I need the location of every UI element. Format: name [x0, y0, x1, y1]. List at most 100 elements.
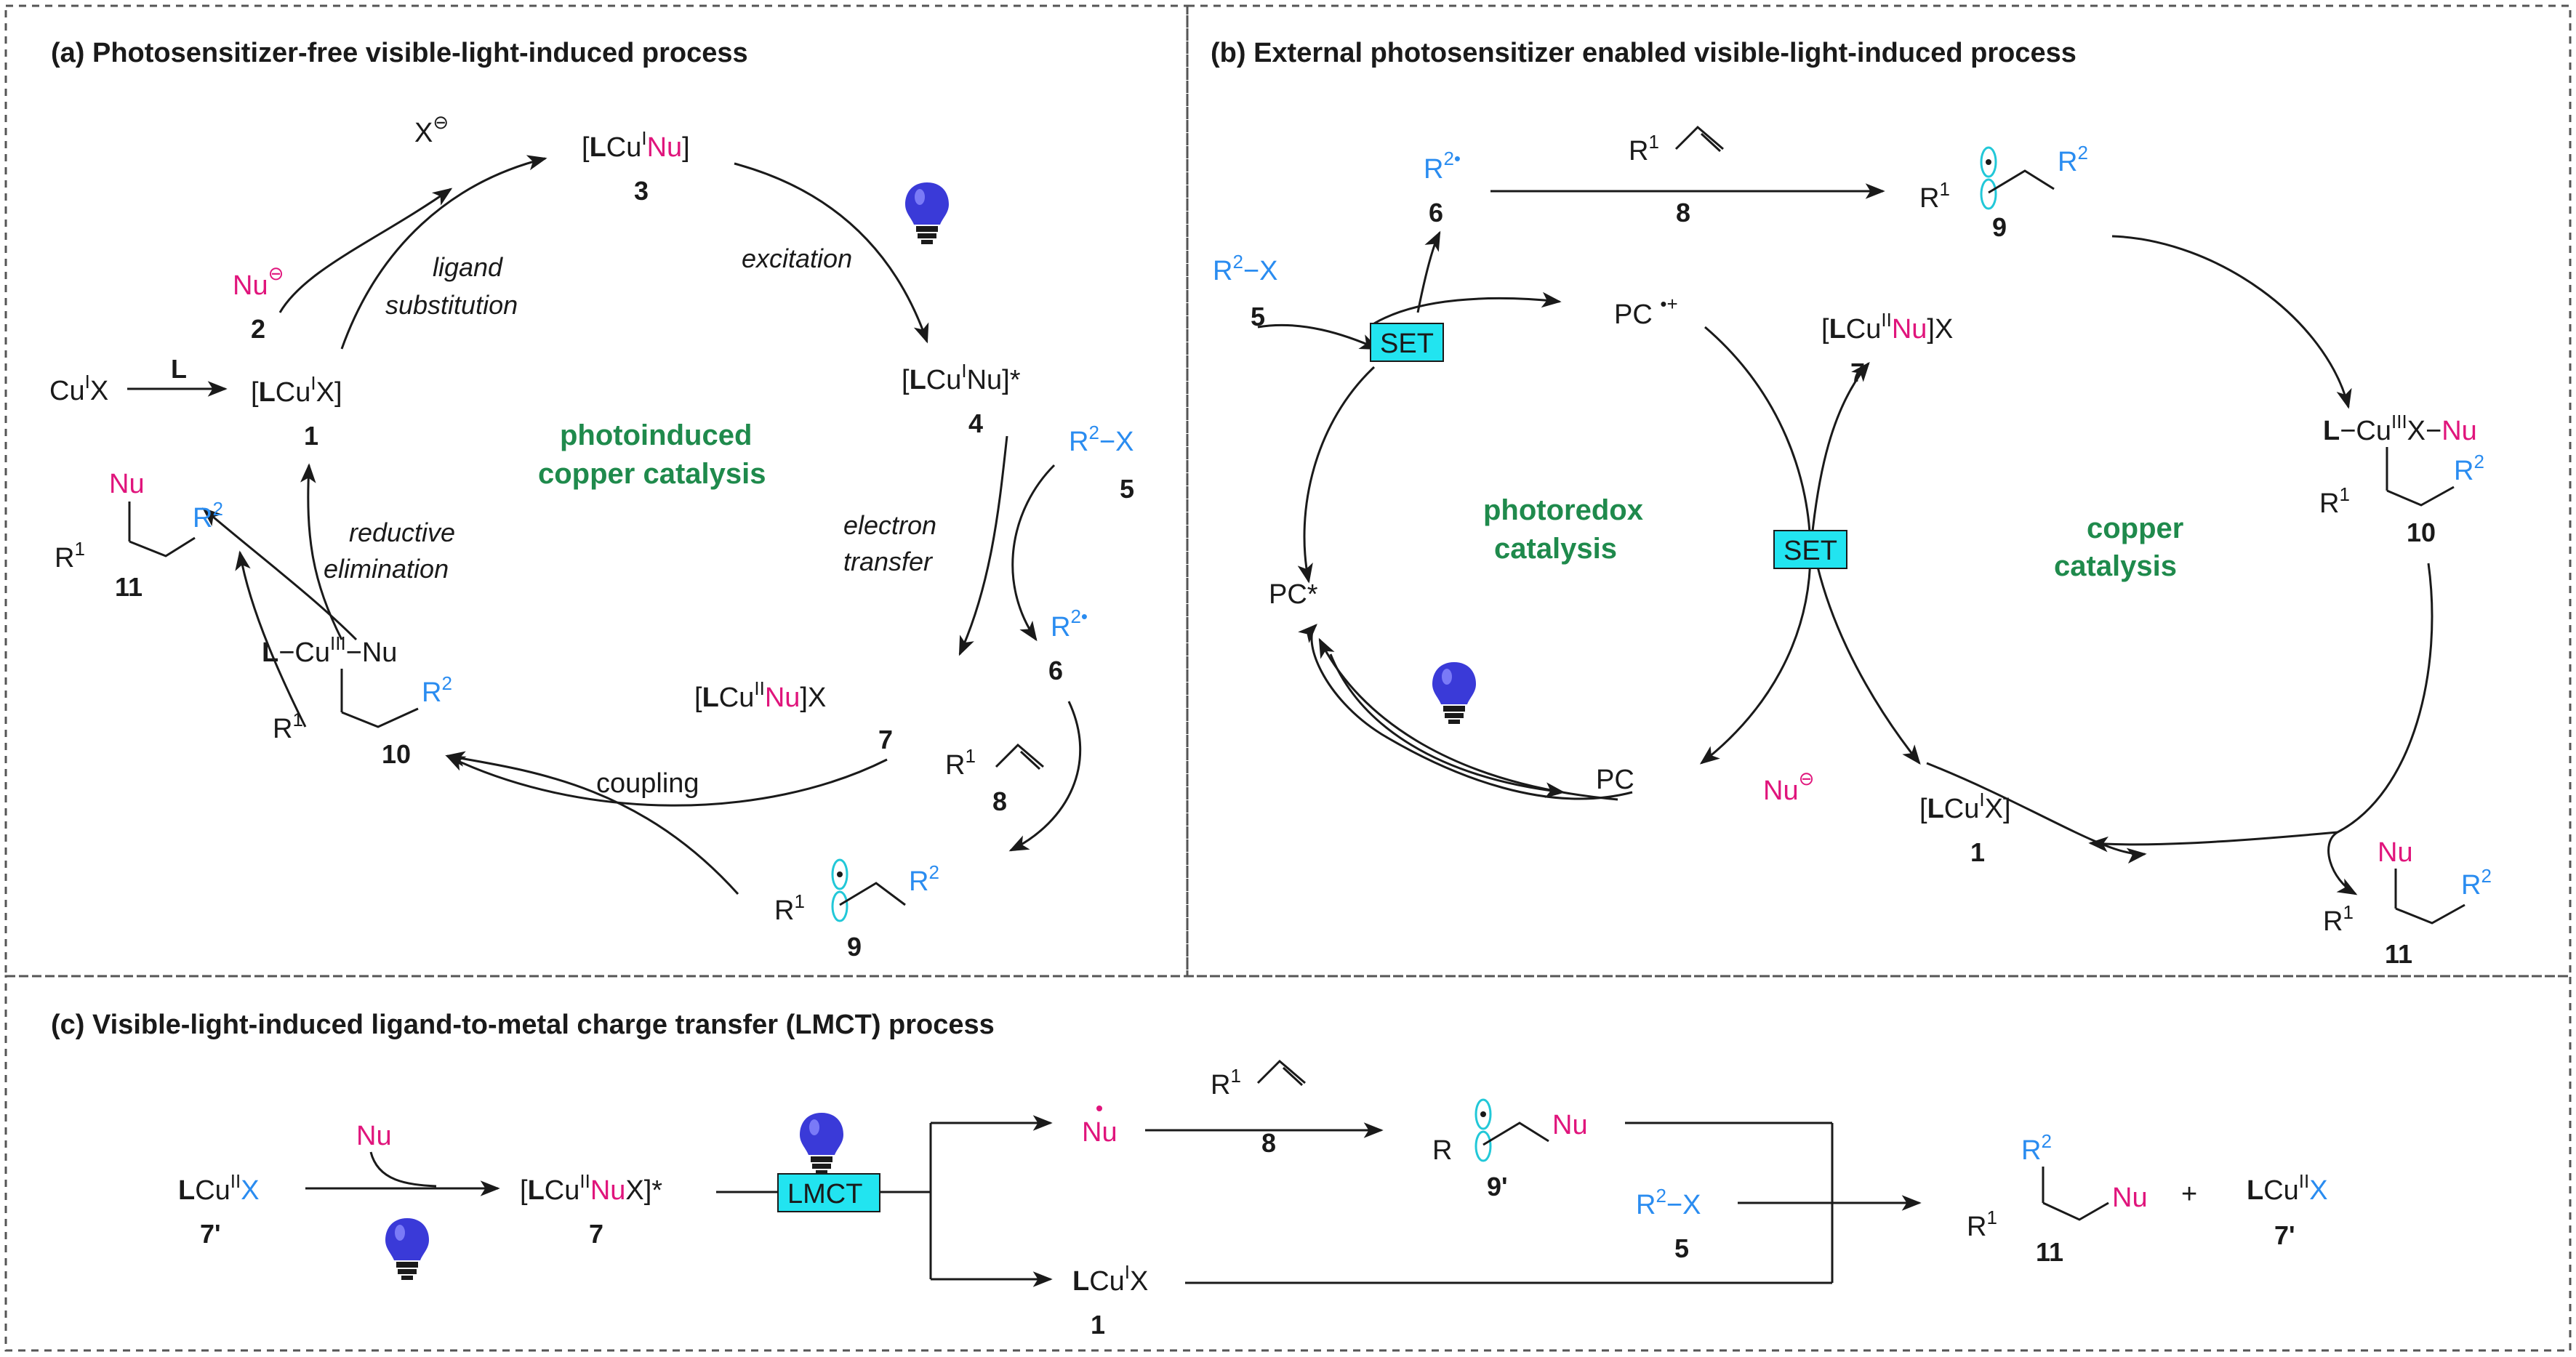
svg-text:R2: R2 [2461, 865, 2492, 901]
species-c11: R2 R1 Nu 11 [1967, 1130, 2148, 1267]
svg-text:5: 5 [1251, 302, 1265, 331]
panel-b-title: (b) External photosensitizer enabled vis… [1211, 38, 2077, 68]
cycle-b-arrows [1257, 183, 2433, 895]
svg-text:R2−X: R2−X [1069, 422, 1133, 457]
svg-text:7': 7' [2274, 1220, 2295, 1250]
svg-text:R1: R1 [55, 538, 85, 573]
panel-a-title: (a) Photosensitizer-free visible-light-i… [51, 38, 748, 68]
nu-radical: Nu [1082, 1117, 1118, 1148]
branch-c [880, 1115, 1922, 1287]
species-b8: R1 8 [1629, 125, 1724, 227]
svg-text:Nu: Nu [1552, 1110, 1588, 1140]
svg-text:R2: R2 [193, 498, 223, 533]
species-b11: Nu R1 R2 11 [2323, 837, 2492, 969]
svg-text:R2: R2 [909, 861, 939, 897]
svg-text:4: 4 [968, 408, 983, 438]
step-elimination: elimination [324, 554, 449, 584]
species-a2: Nu⊖ 2 [233, 262, 284, 344]
svg-text:R2: R2 [422, 672, 452, 708]
svg-text:7': 7' [200, 1219, 221, 1249]
species-a3: [LCuINu] 3 [582, 127, 690, 206]
species-b10: L−CuIIIX−Nu R1 R2 10 [2319, 411, 2484, 547]
species-b6: R2• 6 [1424, 148, 1461, 227]
svg-text:7: 7 [878, 725, 893, 754]
species-a9: R1 R2 9 [774, 858, 939, 962]
svg-text:[LCuIINu]X: [LCuIINu]X [694, 677, 826, 713]
step-coupling: coupling [596, 768, 699, 799]
species-c1: LCuIX 1 [1072, 1261, 1148, 1340]
step-electron: electron [843, 510, 936, 540]
step-ligand: ligand [433, 252, 503, 282]
svg-text:R1: R1 [945, 745, 976, 781]
svg-text:SET: SET [1380, 329, 1434, 359]
svg-text:7: 7 [589, 1219, 603, 1249]
svg-text:LMCT: LMCT [787, 1179, 862, 1209]
pc-radical-cation: PC •+ [1614, 293, 1678, 330]
svg-text:11: 11 [2036, 1237, 2063, 1267]
svg-text:R2−X: R2−X [1636, 1185, 1701, 1220]
step-substitution: substitution [385, 290, 518, 320]
center-label-a1: photoinduced [560, 419, 752, 451]
svg-text:9: 9 [847, 932, 862, 962]
svg-text:L−CuIII−Nu: L−CuIII−Nu [262, 632, 397, 668]
species-c7p-product: LCuIIX 7' [2247, 1170, 2328, 1250]
step-transfer: transfer [843, 547, 934, 576]
species-a6: R2• 6 [1048, 605, 1088, 685]
cux-a: CuIX [49, 371, 108, 406]
species-c7p: LCuIIX 7' [178, 1170, 260, 1249]
species-b9: R1 R2 9 [1919, 142, 2088, 242]
svg-text:11: 11 [115, 572, 143, 602]
svg-text:[LCuIX]: [LCuIX] [251, 372, 342, 408]
svg-text:5: 5 [1674, 1233, 1689, 1263]
species-a4: [LCuINu]* 4 [902, 360, 1021, 438]
svg-text:R1: R1 [2323, 901, 2354, 937]
svg-text:8: 8 [1261, 1128, 1276, 1158]
svg-text:1: 1 [1970, 837, 1985, 867]
svg-text:R1: R1 [273, 709, 303, 744]
panel-c-title: (c) Visible-light-induced ligand-to-meta… [51, 1010, 995, 1040]
pc-excited: PC* [1269, 579, 1318, 610]
nu-c: Nu [356, 1121, 392, 1151]
species-b1: [LCuIX] 1 [1919, 789, 2011, 867]
svg-text:SET: SET [1783, 536, 1837, 566]
lightbulb-icon [800, 1113, 843, 1175]
svg-text:[LCuINu]*: [LCuINu]* [902, 360, 1021, 395]
svg-text:R1: R1 [774, 890, 805, 926]
svg-text:6: 6 [1048, 656, 1063, 685]
center-label-a2: copper catalysis [538, 458, 766, 490]
svg-text:LCuIX: LCuIX [1072, 1261, 1148, 1297]
nu-anion-b: Nu⊖ [1763, 768, 1814, 806]
species-c9p: R Nu 9' [1432, 1098, 1588, 1201]
svg-text:R2: R2 [2058, 142, 2088, 177]
step-reductive: reductive [349, 518, 455, 547]
reagent-l: L [171, 354, 187, 384]
svg-text:Nu: Nu [109, 469, 145, 499]
svg-text:R1: R1 [1629, 131, 1659, 166]
panel-b: (b) External photosensitizer enabled vis… [1211, 38, 2492, 969]
lightbulb-icon [905, 182, 949, 244]
svg-text:L−CuIIIX−Nu: L−CuIIIX−Nu [2323, 411, 2477, 446]
svg-text:10: 10 [2407, 518, 2436, 547]
copper-label-2: catalysis [2054, 550, 2177, 582]
species-a5: R2−X 5 [1069, 422, 1134, 504]
svg-text:R1: R1 [1919, 178, 1950, 214]
svg-text:1: 1 [304, 421, 318, 451]
pc-ground: PC [1596, 765, 1634, 795]
x-anion-a: X⊖ [414, 111, 449, 148]
svg-text:R1: R1 [2319, 483, 2350, 519]
svg-text:8: 8 [1676, 198, 1690, 227]
svg-text:2: 2 [251, 314, 265, 344]
photoredox-label-1: photoredox [1483, 494, 1643, 526]
cycle-a-arrows [127, 155, 1082, 895]
svg-text:3: 3 [634, 176, 649, 206]
svg-text:LCuIIX: LCuIIX [178, 1170, 260, 1206]
plus-sign: + [2181, 1179, 2197, 1209]
svg-text:R1: R1 [1211, 1065, 1241, 1100]
svg-text:R2•: R2• [1424, 148, 1461, 185]
species-c7: [LCuIINuX]* 7 [520, 1170, 662, 1249]
svg-text:Nu: Nu [2112, 1183, 2148, 1213]
panel-borders [4, 4, 2572, 1352]
svg-text:8: 8 [992, 786, 1007, 816]
svg-text:9: 9 [1992, 212, 2007, 242]
